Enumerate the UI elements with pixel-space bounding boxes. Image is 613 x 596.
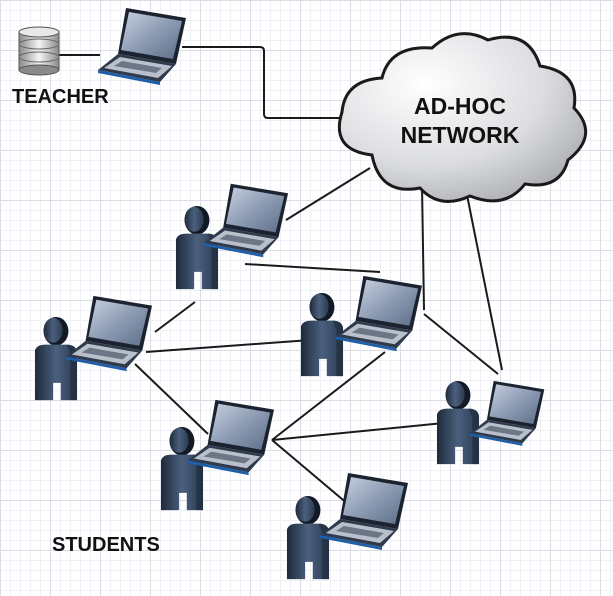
link-teacher-cloud — [182, 46, 350, 119]
student-laptop-icon — [320, 473, 408, 550]
student-person-icon — [160, 426, 204, 511]
link-s4-s6 — [271, 439, 356, 511]
students-label: STUDENTS — [52, 534, 160, 556]
link-s3-s5 — [423, 313, 499, 375]
student-person-icon — [300, 292, 344, 377]
network-label-line1: AD-HOC — [414, 93, 506, 119]
link-cloud-student1 — [285, 167, 371, 221]
link-cloud-student5 — [465, 189, 503, 371]
network-label-line2: NETWORK — [400, 122, 520, 148]
network-label: AD-HOC NETWORK — [360, 92, 560, 150]
student-laptop-icon — [204, 183, 289, 258]
student-laptop-icon — [66, 295, 153, 372]
link-s1-s3 — [244, 263, 381, 273]
student-person-icon — [436, 380, 480, 465]
link-s4-s3 — [271, 351, 386, 441]
student-person-icon — [175, 205, 219, 290]
link-s1-s2 — [154, 301, 196, 333]
teacher-label: TEACHER — [12, 86, 109, 108]
link-s2-s4 — [134, 363, 209, 435]
connection-lines — [58, 46, 503, 511]
link-cloud-student3 — [421, 184, 425, 311]
student-laptop-icon — [470, 380, 545, 446]
database-icon — [18, 26, 60, 76]
teacher-laptop-icon — [98, 8, 186, 85]
cloud-icon — [337, 32, 588, 203]
student-laptop-icon — [336, 275, 423, 352]
student-laptop-icon — [188, 399, 275, 476]
